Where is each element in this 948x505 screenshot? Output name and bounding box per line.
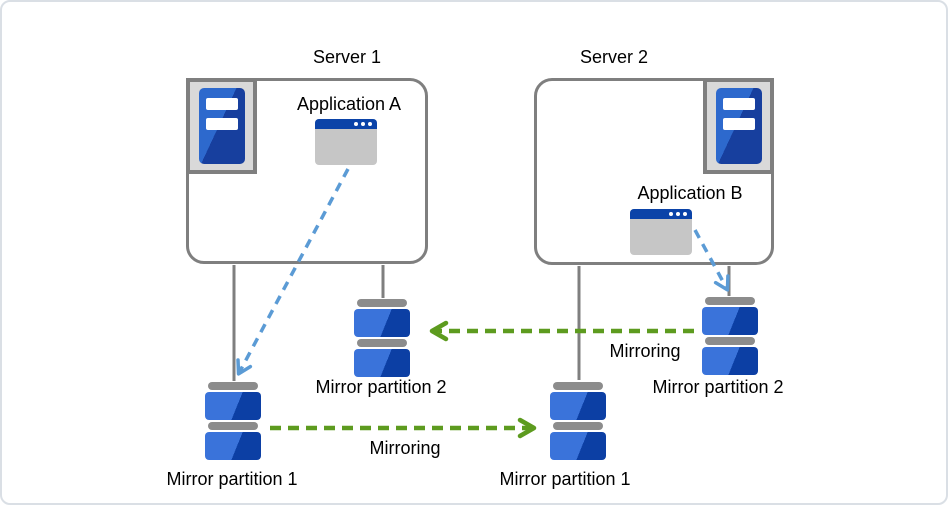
server-tower-body <box>198 88 245 164</box>
application-a-access-arrow <box>236 168 350 376</box>
server-tower-body <box>715 88 762 164</box>
window-dot <box>354 122 358 126</box>
disk-cap <box>705 297 755 305</box>
disk-cap <box>357 299 407 307</box>
application-window-icon <box>630 209 692 255</box>
window-dot <box>683 212 687 216</box>
application-b-access-arrow <box>693 229 730 292</box>
application-window-icon <box>315 119 377 165</box>
disk-platter <box>550 432 606 460</box>
disk-cap <box>553 422 603 430</box>
server-drive-slot <box>205 98 238 110</box>
window-dot <box>361 122 365 126</box>
server-drive-slot <box>205 118 238 130</box>
application-a-label: Application A <box>296 94 402 114</box>
window-dot <box>368 122 372 126</box>
disk-stack-icon <box>205 382 261 460</box>
server-tower-icon <box>186 78 257 174</box>
disk-stack-icon <box>354 299 410 377</box>
window-titlebar <box>315 119 377 129</box>
window-titlebar <box>630 209 692 219</box>
disk-platter <box>702 307 758 335</box>
server-tower-icon <box>703 78 774 174</box>
disk-platter <box>354 349 410 377</box>
server2-mirror-partition1-label: Mirror partition 1 <box>499 469 631 489</box>
server-drive-slot <box>722 118 755 130</box>
disk-stack-icon <box>702 297 758 375</box>
application-b-label: Application B <box>637 183 743 203</box>
server1-mirror-partition1-label: Mirror partition 1 <box>166 469 298 489</box>
server2-label: Server 2 <box>579 47 649 67</box>
disk-platter <box>205 392 261 420</box>
disk-cap <box>208 422 258 430</box>
window-dot <box>669 212 673 216</box>
server-drive-slot <box>722 98 755 110</box>
disk-platter <box>354 309 410 337</box>
disk-platter <box>205 432 261 460</box>
disk-platter <box>550 392 606 420</box>
disk-cap <box>553 382 603 390</box>
server1-mirror-partition2-label: Mirror partition 2 <box>315 377 447 397</box>
mirroring-label-bottom: Mirroring <box>369 438 441 458</box>
disk-stack-icon <box>550 382 606 460</box>
disk-cap <box>705 337 755 345</box>
disk-cap <box>208 382 258 390</box>
window-dot <box>676 212 680 216</box>
server2-mirror-partition2-label: Mirror partition 2 <box>652 377 784 397</box>
disk-platter <box>702 347 758 375</box>
server1-label: Server 1 <box>312 47 382 67</box>
mirroring-label-top: Mirroring <box>609 341 681 361</box>
disk-cap <box>357 339 407 347</box>
